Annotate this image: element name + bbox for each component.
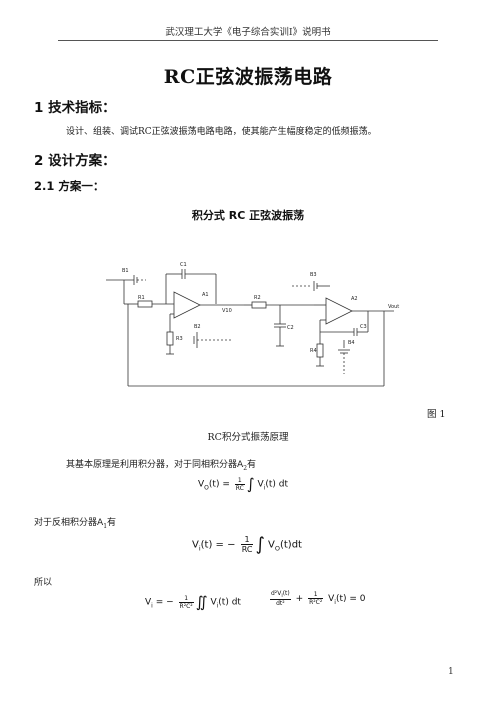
text-noninverting-integrator: 其基本原理是利用积分器，对于同相积分器A2有	[66, 460, 257, 472]
label-c1: C1	[180, 262, 187, 268]
label-b2: B2	[194, 324, 201, 330]
page-number: 1	[448, 667, 454, 677]
label-b3: B3	[310, 272, 317, 278]
label-vout: Vout	[388, 304, 399, 310]
text-therefore: 所以	[34, 578, 53, 588]
section-2-1-heading: 2.1 方案一：	[34, 179, 105, 193]
figure-number: 图 1	[427, 409, 446, 420]
label-r2: R2	[254, 295, 261, 301]
label-c2: C2	[287, 325, 294, 331]
figure-title: 积分式 RC 正弦波振荡	[191, 209, 305, 222]
page-title: RC正弦波振荡电路	[163, 66, 333, 88]
running-header: 武汉理工大学《电子综合实训Ⅰ》说明书	[165, 27, 331, 38]
section-2-heading: 2 设计方案：	[34, 153, 116, 169]
header-rule	[58, 40, 438, 41]
section-1-text: 设计、组装、调试RC正弦波振荡电路电路，使其能产生幅度稳定的低频振荡。	[66, 127, 377, 137]
text-inverting-integrator: 对于反相积分器A1有	[34, 518, 117, 530]
label-a2: A2	[351, 296, 358, 302]
label-b4: B4	[348, 340, 355, 346]
label-r3: R3	[176, 336, 183, 342]
label-b1: B1	[122, 268, 129, 274]
label-r4: R4	[310, 348, 317, 354]
label-v10: V10	[222, 308, 232, 314]
section-1-heading: 1 技术指标：	[34, 100, 116, 116]
figure-caption: RC积分式振荡原理	[207, 432, 289, 443]
label-c3: C3	[360, 324, 367, 330]
circuit-diagram: B1 C1 R1 A1 R2 B2 R3 C2 B3 A2 C3 R4 B4 V…	[106, 262, 399, 387]
label-r1: R1	[138, 295, 145, 301]
label-a1: A1	[202, 292, 209, 298]
